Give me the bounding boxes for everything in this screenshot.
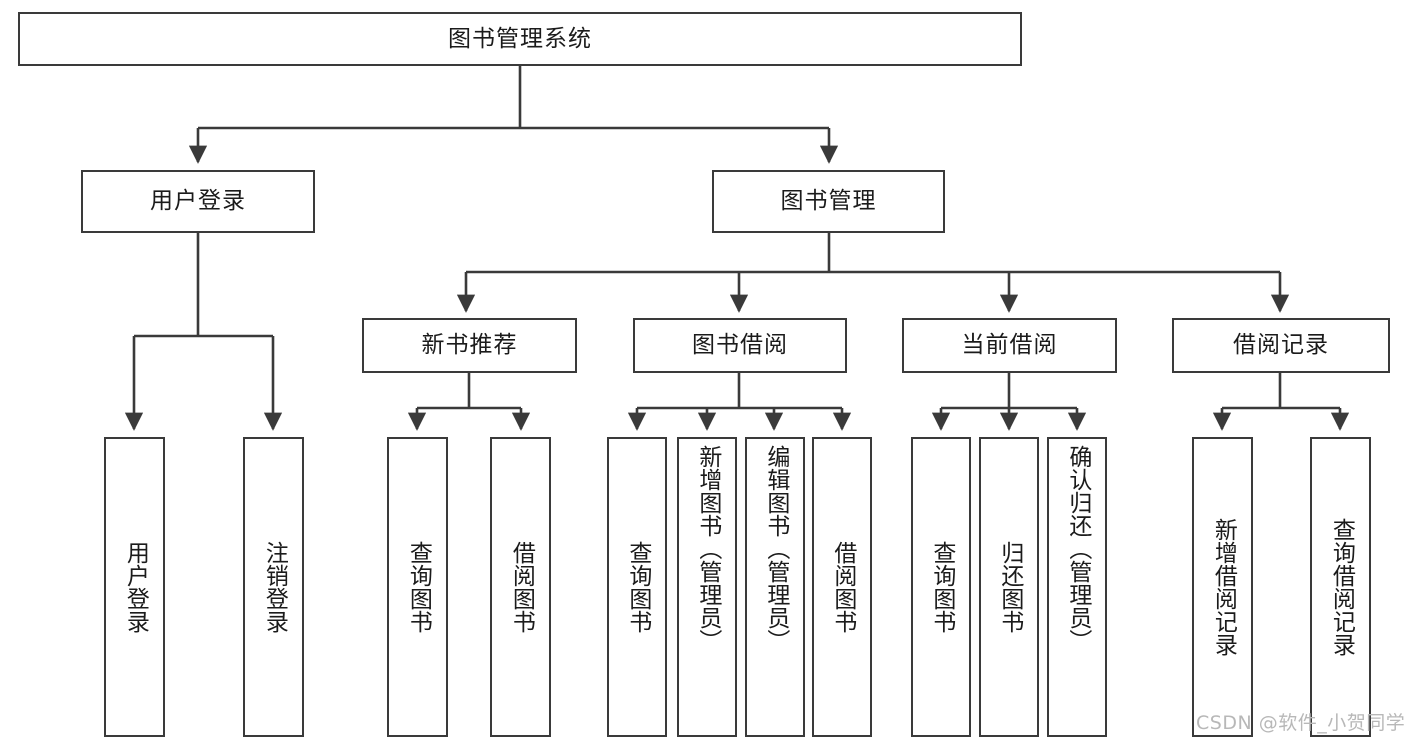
leaf-new-book-query-book[interactable]: 查询图书 — [387, 437, 448, 737]
node-label: 图书管理 — [780, 188, 877, 214]
leaf-book-borrow-edit-book-admin[interactable]: 编辑图书（管理员） — [745, 437, 805, 737]
node-label: 借阅记录 — [1233, 332, 1329, 358]
node-label: 借阅图书 — [508, 541, 535, 633]
leaf-borrow-record-add-record[interactable]: 新增借阅记录 — [1192, 437, 1253, 737]
node-label: 新增图书（管理员） — [694, 445, 721, 652]
node-label: 查询借阅记录 — [1328, 518, 1355, 656]
leaf-book-borrow-query-book[interactable]: 查询图书 — [607, 437, 667, 737]
node-new-book-recommend[interactable]: 新书推荐 — [362, 318, 577, 373]
node-borrow-record[interactable]: 借阅记录 — [1172, 318, 1390, 373]
node-book-management[interactable]: 图书管理 — [712, 170, 945, 233]
node-label: 新增借阅记录 — [1210, 518, 1237, 656]
node-root-book-management-system[interactable]: 图书管理系统 — [18, 12, 1022, 66]
node-label: 用户登录 — [122, 541, 149, 633]
leaf-current-borrow-confirm-return-admin[interactable]: 确认归还（管理员） — [1047, 437, 1107, 737]
node-label: 确认归还（管理员） — [1064, 445, 1091, 652]
leaf-borrow-record-query-record[interactable]: 查询借阅记录 — [1310, 437, 1371, 737]
node-label: 归还图书 — [996, 541, 1023, 633]
leaf-new-book-borrow-book[interactable]: 借阅图书 — [490, 437, 551, 737]
node-label: 图书借阅 — [692, 332, 788, 358]
node-label: 查询图书 — [928, 541, 955, 633]
node-label: 注销登录 — [261, 541, 288, 633]
node-book-borrow[interactable]: 图书借阅 — [633, 318, 847, 373]
node-user-login[interactable]: 用户登录 — [81, 170, 315, 233]
node-label: 借阅图书 — [829, 541, 856, 633]
leaf-user-login-login[interactable]: 用户登录 — [104, 437, 165, 737]
leaf-current-borrow-return-book[interactable]: 归还图书 — [979, 437, 1039, 737]
node-label: 新书推荐 — [421, 332, 518, 358]
node-label: 用户登录 — [150, 188, 246, 214]
node-label: 查询图书 — [624, 541, 651, 633]
node-label: 当前借阅 — [961, 332, 1058, 358]
node-label: 编辑图书（管理员） — [762, 445, 789, 652]
node-current-borrow[interactable]: 当前借阅 — [902, 318, 1117, 373]
node-label: 图书管理系统 — [448, 25, 592, 52]
leaf-current-borrow-query-book[interactable]: 查询图书 — [911, 437, 971, 737]
watermark: CSDN @软件_小贺同学 — [1196, 712, 1405, 734]
leaf-book-borrow-borrow-book[interactable]: 借阅图书 — [812, 437, 872, 737]
leaf-user-login-logout[interactable]: 注销登录 — [243, 437, 304, 737]
leaf-book-borrow-add-book-admin[interactable]: 新增图书（管理员） — [677, 437, 737, 737]
node-label: 查询图书 — [405, 541, 432, 633]
